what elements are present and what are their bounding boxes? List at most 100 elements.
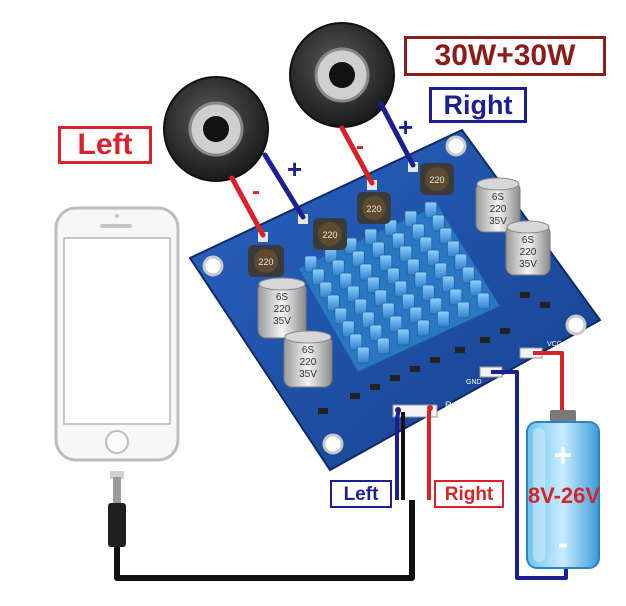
heatsink-fin [469, 279, 483, 297]
battery-minus-sign: - [558, 525, 569, 561]
svg-text:35V: 35V [489, 216, 507, 227]
battery: + - [491, 351, 600, 580]
left-speaker-label: Left [58, 126, 152, 164]
smd-components [318, 292, 550, 414]
inductor-label: 220 [322, 230, 337, 240]
heatsink-fin [369, 324, 383, 342]
heatsink-fin [349, 333, 363, 351]
input-left-label: Left [330, 480, 392, 508]
heatsink-fin [374, 289, 388, 307]
mount-hole [445, 135, 467, 157]
inductor-label: 220 [366, 204, 381, 214]
phone-screen [63, 237, 171, 425]
heatsink-fin [356, 346, 370, 364]
heatsink-fin [401, 293, 415, 311]
heatsink-fin [406, 258, 420, 276]
audio-left-wire [395, 409, 401, 500]
heatsink-fin [414, 271, 428, 289]
right-plus-sign: + [398, 112, 413, 142]
heatsink-fin [319, 281, 333, 299]
inductor: 220 [313, 218, 347, 250]
heatsink-fin [446, 240, 460, 258]
heatsink-fin [381, 302, 395, 320]
capacitor: 6S 220 35V [505, 220, 551, 276]
silk-gnd: GND [466, 379, 482, 386]
mount-hole [565, 314, 587, 336]
battery-body [526, 421, 600, 569]
svg-text:35V: 35V [299, 369, 317, 380]
audio-cable [108, 405, 433, 581]
heatsink-fin [419, 236, 433, 254]
left-plus-sign: + [287, 154, 302, 184]
silk-vcc: VCC [547, 341, 562, 348]
battery-positive-wire [533, 351, 564, 418]
heatsink-fin [411, 223, 425, 241]
svg-text:6S: 6S [276, 292, 289, 303]
heatsink-fin [364, 228, 378, 246]
right-plus-wire [378, 101, 416, 168]
capacitor: 6S 220 35V [475, 177, 521, 233]
left-minus-wire [229, 175, 266, 238]
amplifier-board: 220 220 220 220 6S 220 35V 6S [188, 128, 602, 472]
inductor-label: 220 [258, 257, 273, 267]
heatsink-fin [384, 219, 398, 237]
svg-text:220: 220 [520, 247, 537, 258]
heatsink-fin [386, 267, 400, 285]
heatsink-fin [371, 241, 385, 259]
right-minus-wire [339, 125, 375, 186]
smartphone [54, 206, 180, 462]
heatsink [297, 201, 501, 373]
heatsink-fin [331, 259, 345, 277]
mount-hole [322, 433, 344, 455]
heatsink-fin [326, 294, 340, 312]
power-rating-label: 30W+30W [404, 36, 606, 76]
heatsink-fin [416, 319, 430, 337]
heatsink-fin [354, 298, 368, 316]
heatsink-fin [429, 297, 443, 315]
inductor-label: 220 [429, 175, 444, 185]
heatsink-fin [431, 214, 445, 232]
heatsink-fin [376, 337, 390, 355]
capacitor: 6S 220 35V [283, 330, 333, 388]
silk-r: R [445, 400, 452, 410]
heatsink-fin [396, 328, 410, 346]
heatsink-fin [436, 310, 450, 328]
battery-negative-wire [491, 370, 568, 580]
svg-text:220: 220 [274, 304, 291, 315]
phone-home-button [105, 430, 129, 454]
svg-text:6S: 6S [302, 345, 315, 356]
heatsink-fin [399, 245, 413, 263]
left-speaker [163, 76, 269, 182]
heatsink-fin [351, 250, 365, 268]
heatsink-fin [389, 315, 403, 333]
heatsink-fin [449, 288, 463, 306]
svg-text:6S: 6S [492, 192, 505, 203]
svg-text:35V: 35V [273, 316, 291, 327]
heatsink-fin [359, 263, 373, 281]
right-speaker [289, 22, 395, 128]
heatsink-fin [456, 301, 470, 319]
mount-hole [202, 255, 224, 277]
heatsink-fin [334, 307, 348, 325]
heatsink-fin [439, 227, 453, 245]
heatsink-fins [304, 201, 490, 364]
jack-plug [113, 477, 121, 505]
heatsink-fin [304, 255, 318, 273]
right-minus-sign: - [356, 133, 364, 160]
heatsink-fin [379, 254, 393, 272]
heatsink-fin [424, 201, 438, 219]
phone-speaker-slot [100, 224, 132, 228]
right-speaker-label: Right [429, 87, 527, 123]
heatsink-fin [434, 262, 448, 280]
input-right-label: Right [434, 480, 504, 508]
heatsink-fin [454, 253, 468, 271]
heatsink-fin [361, 311, 375, 329]
jack-tip [110, 471, 124, 479]
inductor: 220 [420, 163, 454, 195]
jack-housing [108, 503, 126, 547]
inductor: 220 [248, 245, 284, 277]
heatsink-fin [394, 280, 408, 298]
heatsink-fin [426, 249, 440, 267]
svg-text:220: 220 [300, 357, 317, 368]
